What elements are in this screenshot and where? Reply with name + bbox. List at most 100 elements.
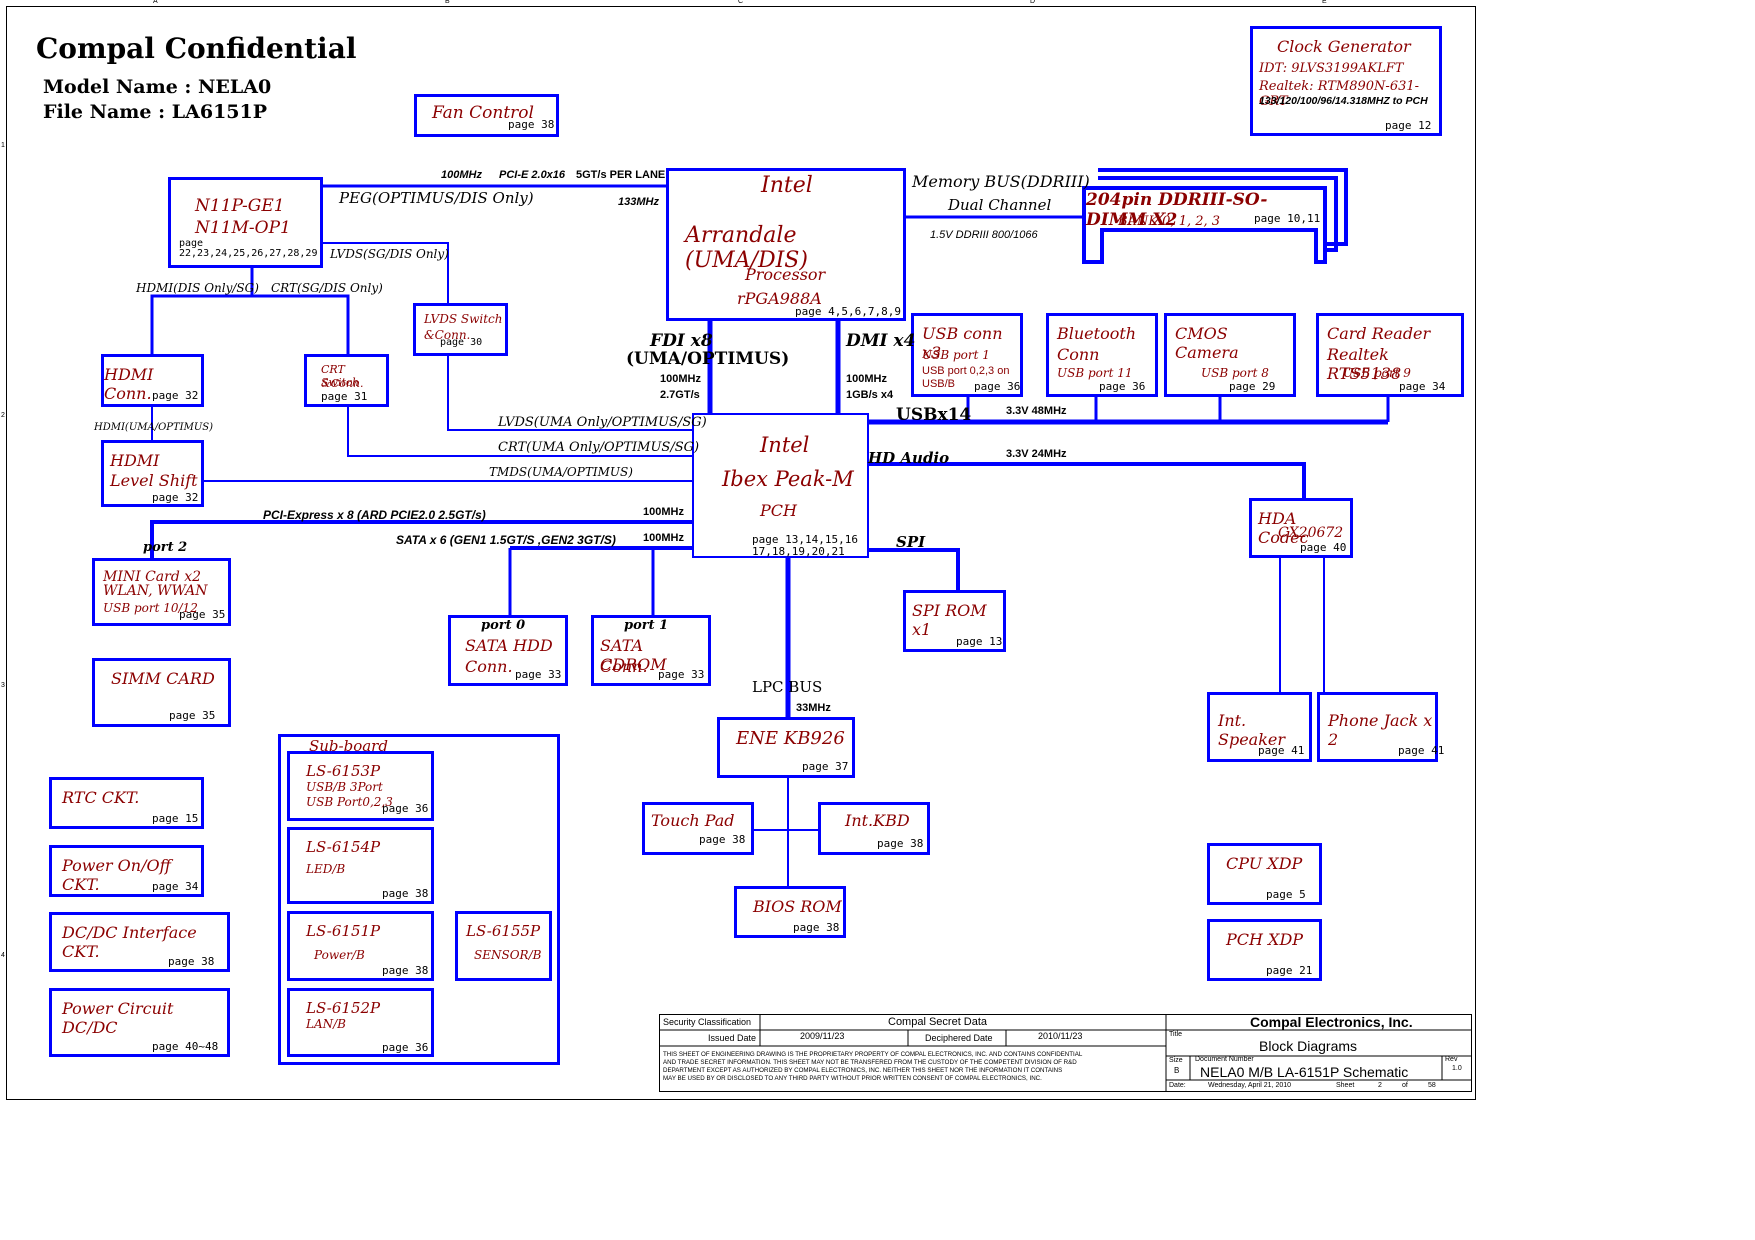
spi-rom-label: SPI ROM x1 <box>912 601 987 639</box>
block-touch-pad[interactable]: Touch Pad page 38 <box>642 802 754 855</box>
sheet-border <box>6 6 1476 1100</box>
mini-label: MINI Card x2 <box>103 569 202 585</box>
block-sata-cdrom[interactable]: port 1 SATA CDROM Conn. page 33 <box>591 615 711 686</box>
sata-label: SATA x 6 (GEN1 1.5GT/S ,GEN2 3GT/S) <box>396 533 616 547</box>
bt-port: USB port 11 <box>1057 366 1133 380</box>
tb-title-label: Title <box>1169 1031 1182 1038</box>
pch-page1: page 13,14,15,16 <box>752 533 858 546</box>
spi-rom-page: page 13 <box>956 635 1003 648</box>
block-mini-card[interactable]: MINI Card x2 WLAN, WWAN USB port 10/12 p… <box>92 558 231 626</box>
block-pch[interactable]: Intel Ibex Peak-M PCH page 13,14,15,16 1… <box>692 413 869 558</box>
lvds-switch-conn: &Conn. <box>424 328 471 342</box>
clock-page: page 12 <box>1385 119 1432 132</box>
cam-label: CMOS Camera <box>1175 324 1239 362</box>
spi-label: SPI <box>896 533 926 551</box>
tb-security-label: Security Classification <box>663 1017 752 1027</box>
tb-issued-date: 2009/11/23 <box>800 1031 845 1041</box>
touch-label: Touch Pad <box>651 811 735 830</box>
block-power-onoff[interactable]: Power On/Off CKT. page 34 <box>49 845 204 897</box>
doc-title: Compal Confidential <box>36 32 357 65</box>
ruler-c: C <box>738 0 744 5</box>
card-model: Realtek RTS5138 <box>1327 345 1402 383</box>
block-int-speaker[interactable]: Int. Speaker page 41 <box>1207 692 1312 762</box>
ruler-a: A <box>153 0 158 5</box>
block-clock-generator[interactable]: Clock Generator IDT: 9LVS3199AKLFT Realt… <box>1250 26 1442 136</box>
speaker-label: Int. Speaker <box>1218 711 1286 749</box>
block-cmos-camera[interactable]: CMOS Camera USB port 8 page 29 <box>1164 313 1296 397</box>
block-simm-card[interactable]: SIMM CARD page 35 <box>92 658 231 727</box>
tb-date-label: Date: <box>1169 1082 1186 1089</box>
block-usb-conn[interactable]: USB conn x3 USB port 1 USB port 0,2,3 on… <box>911 313 1023 397</box>
tb-size-label: Size <box>1169 1057 1183 1064</box>
block-fan-control[interactable]: Fan Control page 38 <box>414 94 559 137</box>
hdd-conn: Conn. <box>465 657 513 676</box>
tb-title: Block Diagrams <box>1259 1038 1358 1054</box>
pch-label: PCH <box>760 501 797 520</box>
block-ls6155p[interactable]: LS-6155P SENSOR/B <box>455 911 552 981</box>
card-port: USB port 9 <box>1343 366 1411 380</box>
peg-133mhz: 133MHz <box>618 196 659 208</box>
power-onoff-label: Power On/Off CKT. <box>62 856 171 894</box>
ls6154-label: LS-6154P <box>306 838 381 856</box>
block-bios-rom[interactable]: BIOS ROM page 38 <box>734 886 846 938</box>
gpu-page-label: page <box>179 238 204 249</box>
ddr-voltage-label: 1.5V DDRIII 800/1066 <box>930 229 1038 241</box>
dcdc-if-page: page 38 <box>168 955 215 968</box>
tb-sheet-label: Sheet <box>1336 1082 1355 1089</box>
block-spi-rom[interactable]: SPI ROM x1 page 13 <box>903 590 1006 652</box>
block-ls6153p[interactable]: LS-6153P USB/B 3Port USB Port0,2,3 page … <box>287 751 434 821</box>
bt-conn: Conn <box>1057 345 1100 364</box>
block-ls6151p[interactable]: LS-6151P Power/B page 38 <box>287 911 434 981</box>
block-ls6154p[interactable]: LS-6154P LED/B page 38 <box>287 827 434 904</box>
block-hdmi-conn[interactable]: HDMI Conn. page 32 <box>101 354 204 407</box>
block-rtc[interactable]: RTC CKT. page 15 <box>49 777 204 829</box>
cam-port: USB port 8 <box>1201 366 1269 380</box>
crt-switch-label: CRT Switch <box>321 363 360 389</box>
rtc-page: page 15 <box>152 812 199 825</box>
gpu-ge1: N11P-GE1 <box>195 196 285 216</box>
ls6152-label: LS-6152P <box>306 999 381 1017</box>
hd-audio-label: HD Audio <box>868 449 950 467</box>
block-gpu[interactable]: N11P-GE1 N11M-OP1 page 22,23,24,25,26,27… <box>168 177 323 268</box>
ruler-e: E <box>1322 0 1327 5</box>
block-ls6152p[interactable]: LS-6152P LAN/B page 36 <box>287 988 434 1057</box>
block-cpu-xdp[interactable]: CPU XDP page 5 <box>1207 843 1322 905</box>
dmi-label: DMI x4 <box>846 331 916 351</box>
block-kbc[interactable]: ENE KB926 page 37 <box>717 717 855 778</box>
crt-switch-page: page 31 <box>321 390 368 403</box>
bios-label: BIOS ROM <box>753 897 842 916</box>
ruler-1: 1 <box>1 142 5 149</box>
block-lvds-switch[interactable]: LVDS Switch &Conn. page 30 <box>413 303 508 356</box>
block-hdmi-level-shift[interactable]: HDMI Level Shift page 32 <box>101 440 204 507</box>
tb-of: of <box>1402 1082 1408 1089</box>
hdmi-uma-label: HDMI(UMA/OPTIMUS) <box>94 422 214 433</box>
ls6154-page: page 38 <box>382 887 429 900</box>
hdmi-ls-label: HDMI <box>110 451 160 470</box>
peg-gts: 5GT/s PER LANE <box>576 169 666 181</box>
block-hda-codec[interactable]: HDA Codec CX20672 page 40 <box>1249 498 1353 558</box>
block-crt-switch[interactable]: CRT Switch &Conn. page 31 <box>304 354 389 407</box>
block-dcdc-interface[interactable]: DC/DC Interface CKT. page 38 <box>49 912 230 972</box>
block-int-kbd[interactable]: Int.KBD page 38 <box>818 802 930 855</box>
usb-clock-label: 3.3V 48MHz <box>1006 405 1067 417</box>
tb-deciph-date: 2010/11/23 <box>1038 1031 1083 1041</box>
cpu-processor: Processor <box>745 265 826 284</box>
block-card-reader[interactable]: Card Reader Realtek RTS5138 USB port 9 p… <box>1316 313 1464 397</box>
sub-board-title: Sub-board <box>309 737 388 755</box>
simm-label: SIMM CARD <box>111 669 215 688</box>
block-cpu[interactable]: Intel Arrandale (UMA/DIS) Processor rPGA… <box>666 168 906 321</box>
block-sata-hdd[interactable]: port 0 SATA HDD Conn. page 33 <box>448 615 568 686</box>
hdmi-ls-page: page 32 <box>152 491 199 504</box>
lvds-sg-label: LVDS(SG/DIS Only) <box>330 247 449 261</box>
block-bluetooth[interactable]: Bluetooth Conn USB port 11 page 36 <box>1046 313 1158 397</box>
dimm-name: 204pin DDRIII-SO-DIMM X2 <box>1086 190 1268 230</box>
block-phone-jack[interactable]: Phone Jack x 2 page 41 <box>1317 692 1444 762</box>
fdi-mhz: 100MHz <box>660 373 701 385</box>
kbc-label: ENE KB926 <box>736 728 845 749</box>
block-power-circuit[interactable]: Power Circuit DC/DC page 40~48 <box>49 988 230 1057</box>
ls6155-desc: SENSOR/B <box>474 948 542 962</box>
jack-page: page 41 <box>1398 744 1445 757</box>
simm-page: page 35 <box>169 709 216 722</box>
tb-docnum-label: Document Number <box>1195 1056 1254 1063</box>
block-pch-xdp[interactable]: PCH XDP page 21 <box>1207 919 1322 981</box>
